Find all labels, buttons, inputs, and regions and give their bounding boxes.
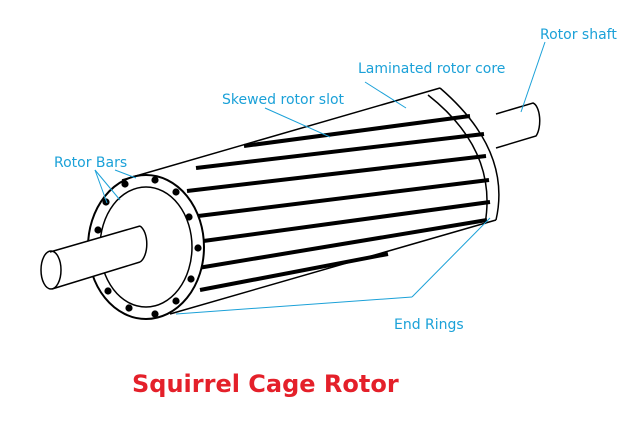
bar-end-dot <box>185 213 193 221</box>
bar-end-dot <box>104 287 112 295</box>
right-end-ring-outer <box>439 87 500 221</box>
rotor-shaft-left <box>40 225 148 290</box>
bar-end-dot <box>194 244 202 252</box>
rotor-bar <box>195 132 485 170</box>
leader-lines <box>94 41 546 315</box>
rotor-bar <box>195 200 491 244</box>
leader-rotor-shaft <box>520 41 546 113</box>
label-laminated-core: Laminated rotor core <box>358 61 505 77</box>
leader-rotor-bars-2 <box>94 169 108 204</box>
leader-end-rings-right <box>411 217 491 298</box>
core-bottom-edge <box>169 219 497 315</box>
rotor-bar <box>243 114 471 148</box>
rotor-bar <box>186 154 487 193</box>
bar-end-dot <box>121 180 129 188</box>
leader-laminated-core <box>364 81 407 109</box>
label-rotor-bars: Rotor Bars <box>54 155 127 171</box>
bar-end-dot <box>151 176 159 184</box>
bar-end-dot <box>125 304 133 312</box>
rotor-shaft-right <box>495 102 541 149</box>
bar-end-dot <box>94 226 102 234</box>
leader-end-rings-left <box>175 296 413 315</box>
bar-end-dot <box>172 188 180 196</box>
rotor-bar <box>199 252 389 292</box>
core-top-edge <box>121 87 441 181</box>
rotor-bar <box>189 178 490 219</box>
rotor-bars-skewed <box>186 114 491 292</box>
bar-end-dot <box>172 297 180 305</box>
rotor-core <box>121 87 500 315</box>
leader-skewed-slot <box>264 107 331 138</box>
label-skewed-slot: Skewed rotor slot <box>222 92 345 108</box>
bar-end-dot <box>151 310 159 318</box>
right-end-ring-inner <box>427 94 488 225</box>
leader-rotor-bars-3 <box>114 169 137 179</box>
diagram-title: Squirrel Cage Rotor <box>132 370 399 398</box>
label-end-rings: End Rings <box>394 317 464 333</box>
leader-rotor-bars-1 <box>94 169 121 201</box>
label-rotor-shaft: Rotor shaft <box>540 27 617 43</box>
bar-end-dot <box>102 198 110 206</box>
bar-end-dot <box>187 275 195 283</box>
rotor-bar <box>197 218 488 270</box>
